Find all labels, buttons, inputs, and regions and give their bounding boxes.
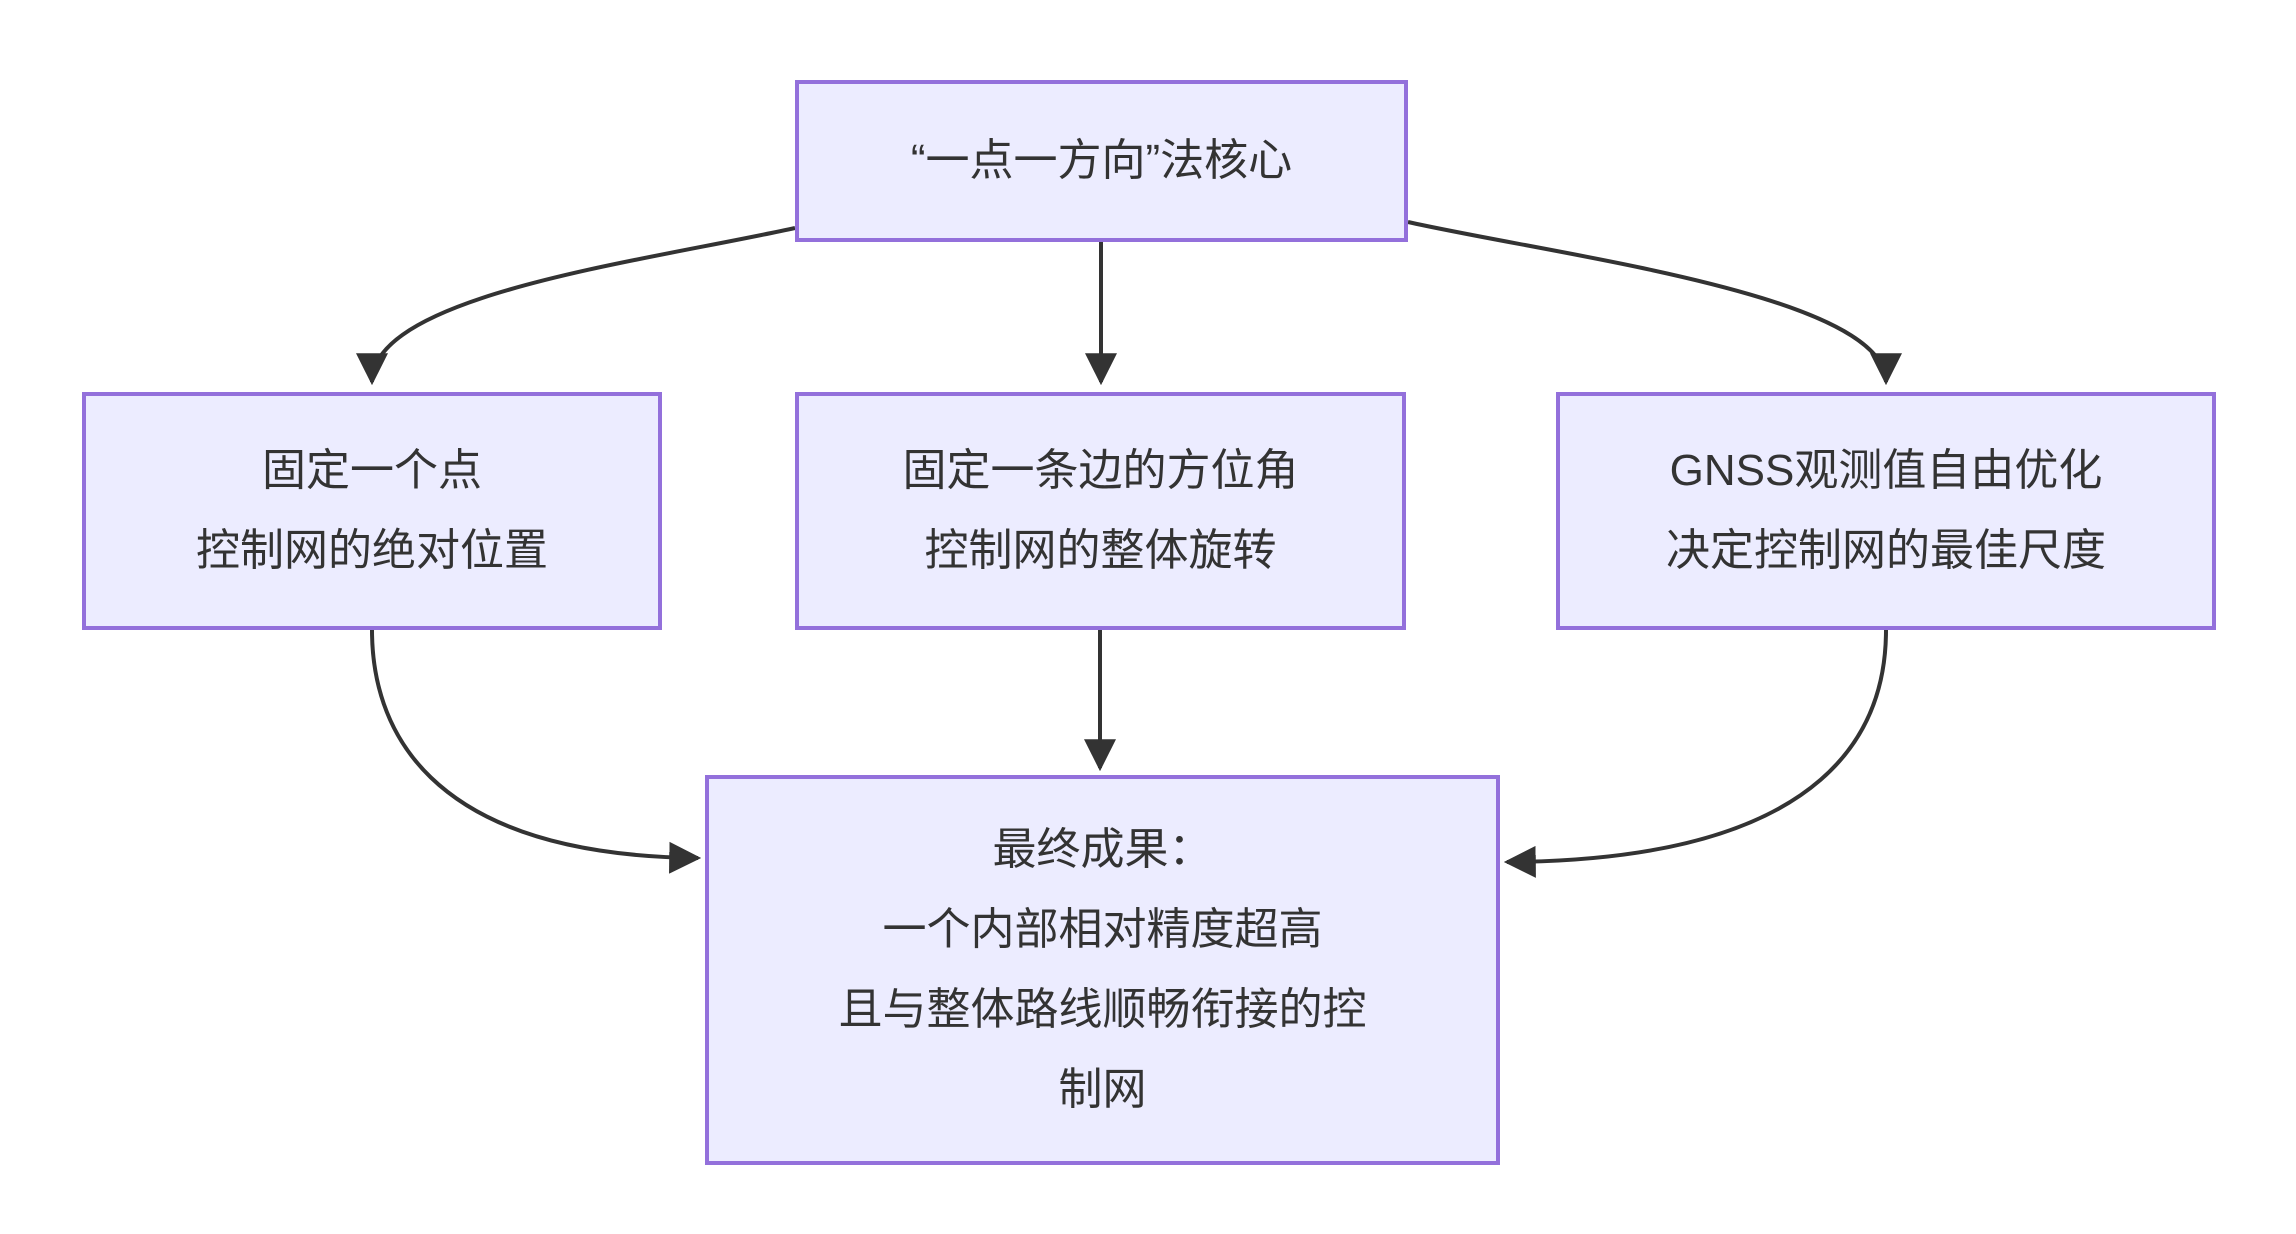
node-fix-point: 固定一个点控制网的绝对位置 [82,392,662,630]
node-fix-azimuth-label: 固定一条边的方位角控制网的整体旋转 [903,431,1299,591]
node-label-line: 一个内部相对精度超高 [882,905,1323,954]
node-core-label: “一点一方向”法核心 [911,121,1292,201]
node-label-line: GNSS观测值自由优化 [1669,446,2103,495]
edge-point-to-result [370,629,702,874]
node-fix-azimuth: 固定一条边的方位角控制网的整体旋转 [795,392,1406,630]
node-label-line: “一点一方向”法核心 [910,136,1293,185]
node-gnss-optimization: GNSS观测值自由优化决定控制网的最佳尺度 [1556,392,2216,630]
node-label-line: 控制网的绝对位置 [196,526,548,575]
node-label-line: 决定控制网的最佳尺度 [1666,526,2106,575]
node-label-line: 制网 [1058,1065,1147,1114]
node-gnss-optimization-label: GNSS观测值自由优化决定控制网的最佳尺度 [1666,431,2106,591]
node-final-result-label: 最终成果： 一个内部相对精度超高且与整体路线顺畅衔接的控制网 [839,810,1367,1130]
edge-gnss-to-result [1503,629,1888,878]
node-fix-point-label: 固定一个点控制网的绝对位置 [196,431,548,591]
node-label-line: 固定一个点 [262,446,482,495]
node-label-line: 固定一条边的方位角 [902,446,1299,495]
node-final-result: 最终成果： 一个内部相对精度超高且与整体路线顺畅衔接的控制网 [705,775,1500,1165]
edge-core-to-gnss [1407,220,1902,386]
node-core-method: “一点一方向”法核心 [795,80,1408,242]
node-label-line: 控制网的整体旋转 [924,526,1277,575]
node-label-line: 且与整体路线顺畅衔接的控 [838,985,1367,1034]
node-label-line: 最终成果： [992,825,1213,874]
edge-core-to-point [356,226,796,386]
